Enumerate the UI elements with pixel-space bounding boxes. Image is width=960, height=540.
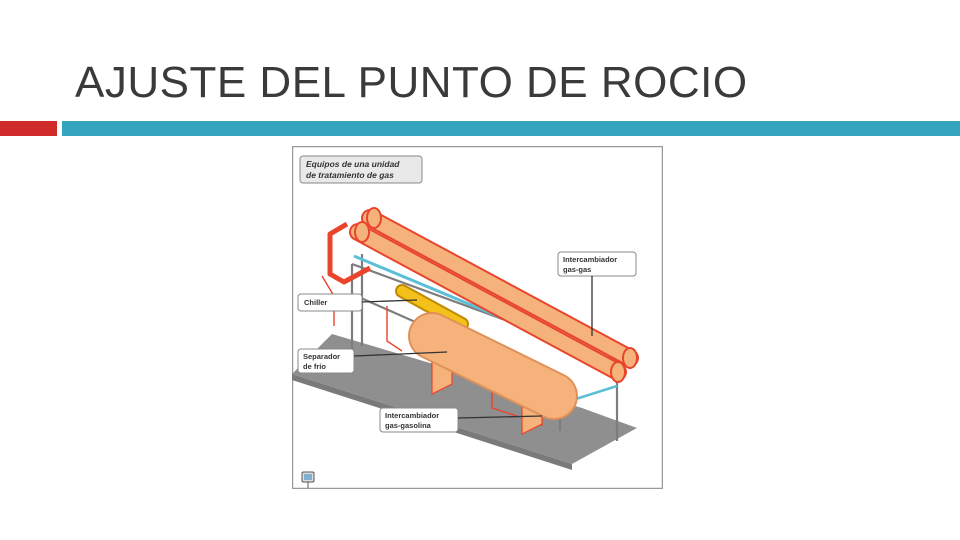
gas-gasoline-label-box: [379, 407, 459, 433]
floor-slab: [292, 334, 637, 464]
media-icon[interactable]: [301, 471, 315, 488]
chiller-label: Chiller: [304, 298, 327, 307]
accent-bar-teal: [62, 121, 960, 136]
separator-label-line1: Separador: [303, 352, 340, 361]
chiller-unit: [395, 284, 469, 331]
gas-gas-exchanger: [349, 207, 639, 383]
gas-gas-label-line1: Intercambiador: [563, 255, 617, 264]
diagram-heading-line1: Equipos de una unidad: [306, 159, 400, 169]
gas-treatment-unit-diagram: Equipos de una unidad de tratamiento de …: [292, 146, 663, 489]
gas-gas-label-line2: gas-gas: [563, 265, 591, 274]
diagram-heading-line2: de tratamiento de gas: [306, 170, 394, 180]
gas-gasoline-label-line1: Intercambiador: [385, 411, 439, 420]
chiller-leader: [361, 299, 418, 303]
chiller-label-box: [297, 293, 363, 312]
separator-label-line2: de frío: [303, 362, 326, 371]
accent-bar-red: [0, 121, 57, 136]
separator-label-box: [297, 348, 355, 374]
gas-gasoline-leader: [457, 415, 543, 419]
diagram-heading-box: [299, 155, 423, 184]
slide-title: AJUSTE DEL PUNTO DE ROCIO: [75, 58, 748, 107]
separator-leader: [353, 351, 448, 357]
cold-separator: [408, 312, 578, 435]
red-piping: [327, 221, 372, 285]
gas-gas-label-box: [557, 251, 637, 277]
gas-gasoline-label-line2: gas-gasolina: [385, 421, 432, 430]
